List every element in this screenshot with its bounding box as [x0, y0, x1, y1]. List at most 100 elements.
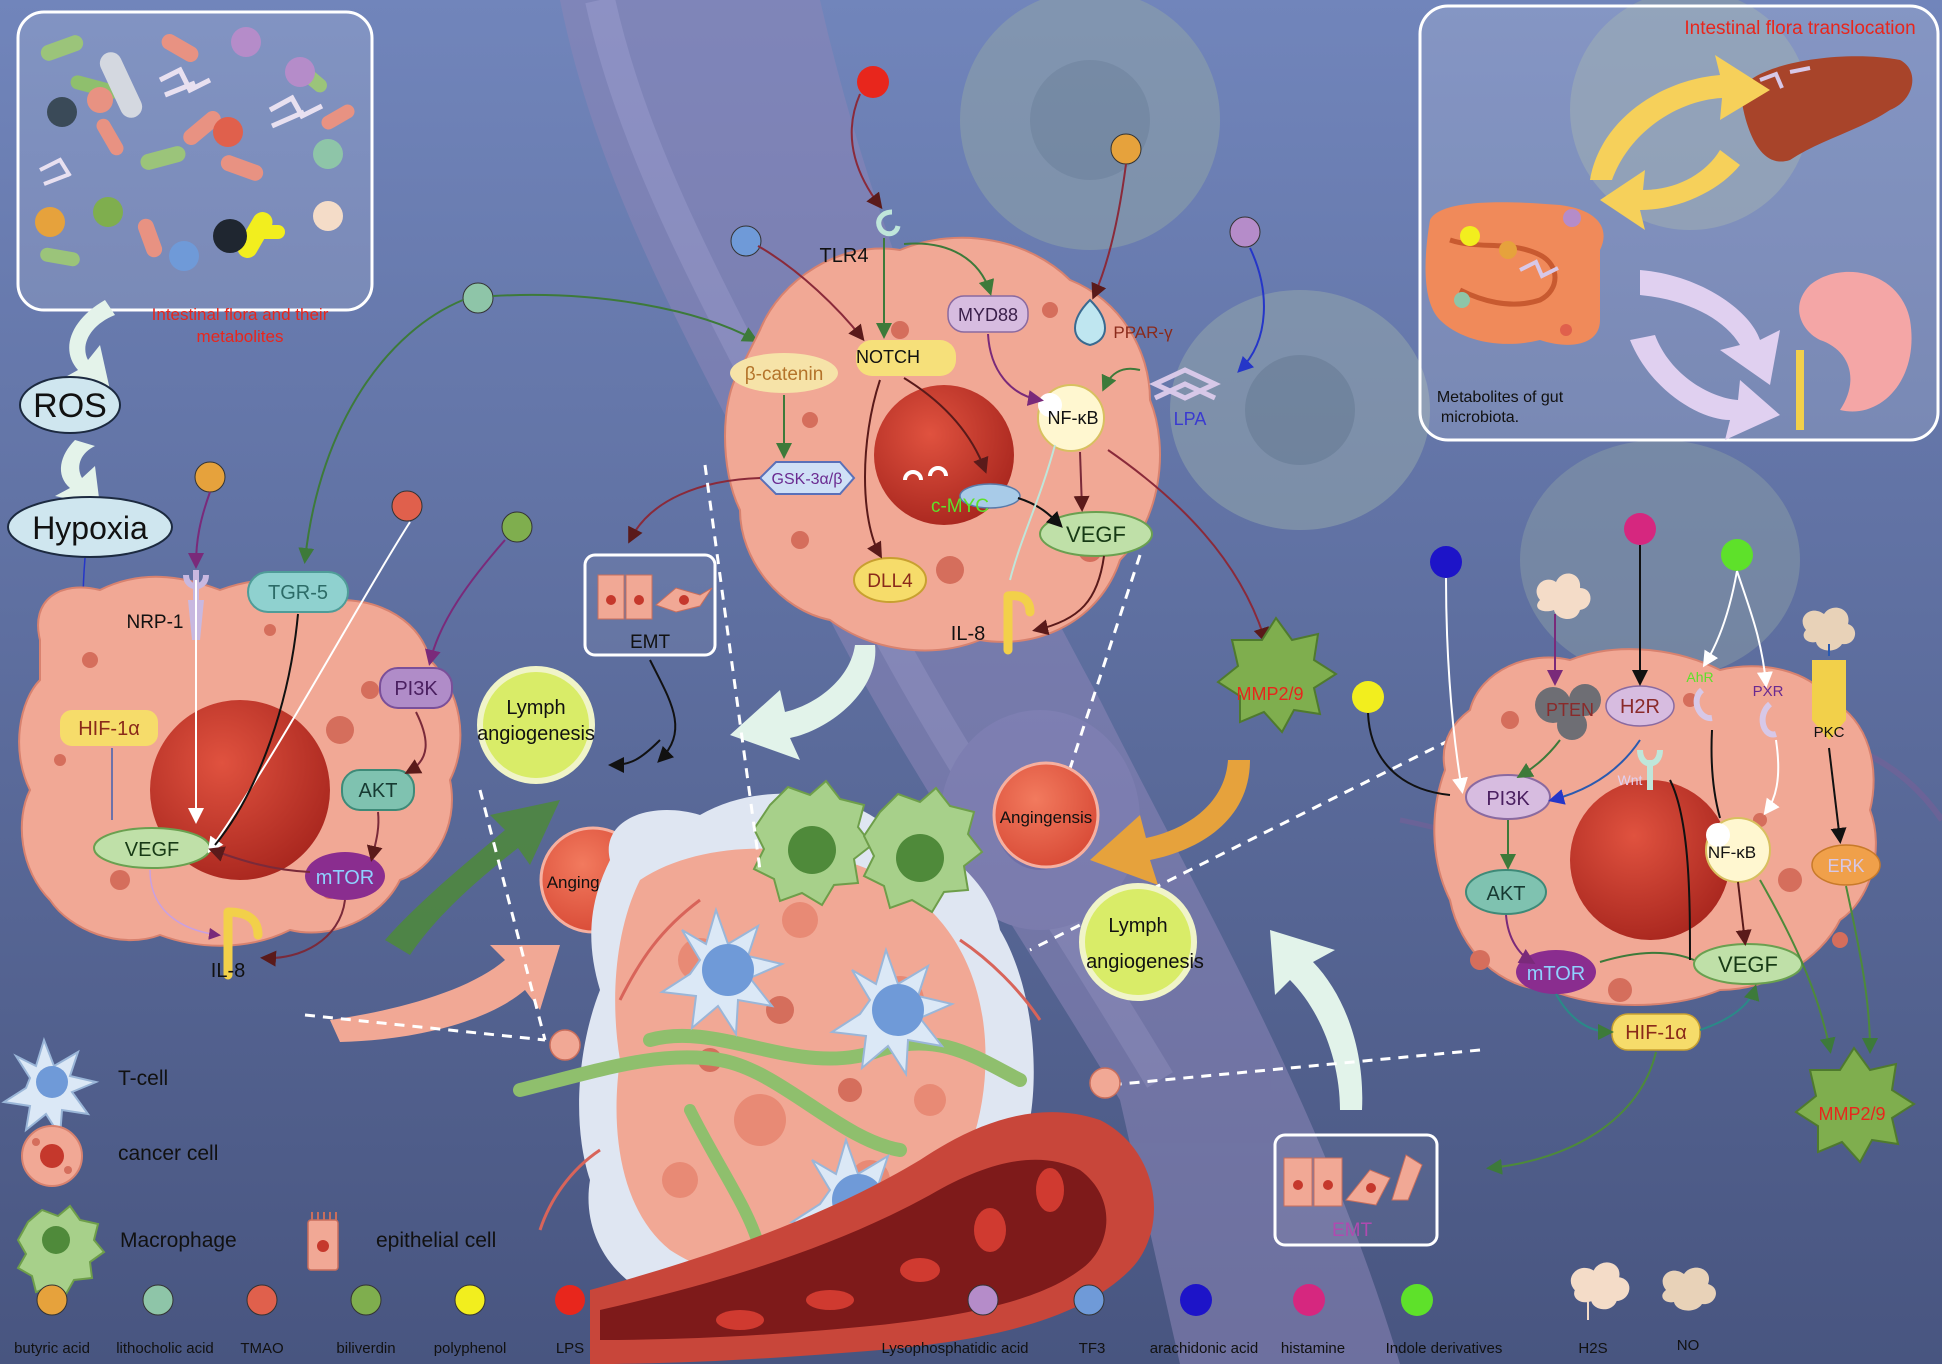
- lymph-left-title: Lymph: [506, 697, 565, 719]
- legend-lithocholic-acid-label: lithocholic acid: [116, 1340, 214, 1357]
- legend-tf3-label: TF3: [1079, 1340, 1106, 1357]
- legend-polyphenol-dot: [454, 1284, 486, 1316]
- intestinal-flora-panel: Intestinal flora and their metabolites: [16, 10, 374, 346]
- hypoxia-ellipse: [7, 496, 173, 558]
- legend-epithelial-cell-label: epithelial cell: [376, 1229, 496, 1252]
- legend-cancer-cell-label: cancer cell: [118, 1142, 218, 1165]
- lymph-right-title: Lymph: [1108, 915, 1167, 937]
- big-arrows: [330, 645, 1363, 1110]
- lymph-angiogenesis-left: Lymph angiogenesis: [477, 666, 661, 784]
- lpa-label: LPA: [1174, 409, 1207, 429]
- wnt-label: Wnt: [1618, 772, 1643, 788]
- vegf-right-label: VEGF: [1718, 952, 1778, 977]
- kidney-icon: [1796, 271, 1912, 430]
- t-cell-1: [659, 906, 786, 1038]
- yellow-arrow-1: [1590, 55, 1770, 180]
- legend-h2s-icon: [1570, 1262, 1630, 1320]
- pkc-label: PKC: [1814, 724, 1845, 741]
- h2s-cloud-right: [1536, 573, 1591, 620]
- legend-tf3-dot: [1073, 1284, 1105, 1316]
- nfkb-right-label: NF-κB: [1708, 843, 1756, 862]
- legend-macrophage-label: Macrophage: [120, 1229, 237, 1252]
- t-cell-2: [829, 946, 956, 1078]
- translocation-panel: Intestinal flora translocation Metabolit…: [1418, 4, 1940, 442]
- legend-lps-label: LPS: [556, 1340, 584, 1357]
- mmp-right: MMP2/9: [1794, 1046, 1916, 1164]
- legend-cells: T-cell cancer cell Macrophage epithelial…: [1, 1036, 496, 1296]
- legend-indole-derivatives-label: Indole derivatives: [1386, 1340, 1503, 1357]
- legend-biliverdin-label: biliverdin: [336, 1340, 395, 1357]
- bacteria-cluster: [35, 27, 355, 271]
- right-cell-nodes: PTEN H2R AhR PXR PKC Wnt PI3K NF-κB ERK …: [1465, 660, 1881, 1175]
- legend-tmao-label: TMAO: [240, 1340, 283, 1357]
- lymph-left-subtitle: angiogenesis: [477, 723, 595, 745]
- legend-macrophage-icon: [16, 1204, 106, 1296]
- dashed-connectors: [304, 464, 1481, 1087]
- legend-lps-dot: [555, 1285, 585, 1315]
- legend-lithocholic-acid-dot: [142, 1284, 174, 1316]
- left-cancer-cell: [18, 570, 462, 947]
- gut-metabolites-line2: microbiota.: [1441, 409, 1519, 426]
- tiny-cell-left: [549, 1029, 581, 1061]
- il8-left-label: IL-8: [211, 960, 245, 982]
- legend-indole-derivatives-dot: [1401, 1284, 1433, 1316]
- tgr5-label: TGR-5: [268, 582, 328, 604]
- legend-metabolites: butyric acid lithocholic acid TMAO biliv…: [14, 1262, 1716, 1357]
- center-metabolite-dots: [730, 66, 1265, 373]
- lavender-arrow-1: [1640, 270, 1780, 385]
- akt-left-label: AKT: [359, 780, 398, 802]
- legend-t-cell-label: T-cell: [118, 1067, 168, 1090]
- akt-right-label: AKT: [1487, 883, 1526, 905]
- center-cell-nodes: TLR4 MYD88 PPAR-γ NOTCH β-catenin NF-κB …: [628, 209, 1270, 655]
- nrp1-label: NRP-1: [126, 612, 183, 633]
- macrophages: [752, 779, 984, 914]
- legend-cancer-cell-icon: [21, 1125, 83, 1187]
- legend-butyric-acid-dot: [36, 1284, 68, 1316]
- vegf-left-label: VEGF: [125, 839, 179, 861]
- legend-butyric-acid-label: butyric acid: [14, 1340, 90, 1357]
- lymph-right-subtitle: angiogenesis: [1086, 951, 1204, 973]
- left-cell-nodes: NRP-1 TGR-5 HIF-1α PI3K AKT mTOR VEGF IL…: [60, 521, 453, 982]
- legend-arachidonic-acid-label: arachidonic acid: [1150, 1340, 1258, 1357]
- ros-hypoxia-flow: ROS Hypoxia: [7, 300, 173, 688]
- dll4-label: DLL4: [867, 571, 913, 592]
- legend-lysophosphatidic-acid-label: Lysophosphatidic acid: [881, 1340, 1028, 1357]
- h2r-label: H2R: [1620, 696, 1660, 718]
- lymph-angiogenesis-right: Lymph angiogenesis: [1079, 883, 1204, 1001]
- legend-biliverdin-dot: [350, 1284, 382, 1316]
- legend-no-icon: [1662, 1267, 1716, 1311]
- legend-epithelial-cell-icon: [307, 1212, 339, 1271]
- legend-h2s-label: H2S: [1578, 1340, 1607, 1357]
- ahr-label: AhR: [1686, 669, 1713, 685]
- pten-label: PTEN: [1546, 700, 1594, 720]
- myd88-label: MYD88: [958, 305, 1018, 325]
- no-cloud-right: [1802, 607, 1856, 651]
- ros-label: ROS: [33, 387, 107, 425]
- pxr-label: PXR: [1753, 683, 1784, 700]
- yellow-arrow-2: [1600, 150, 1740, 230]
- gsk-label: GSK-3α/β: [772, 471, 843, 488]
- pi3k-left-label: PI3K: [394, 678, 438, 700]
- emt-box-top: EMT: [583, 553, 717, 763]
- erk-label: ERK: [1827, 856, 1864, 876]
- il8-center-label: IL-8: [951, 623, 985, 645]
- emt-top-label: EMT: [630, 632, 671, 653]
- emt-box-bottom: EMT: [1273, 1133, 1439, 1247]
- beta-catenin-label: β-catenin: [745, 364, 824, 385]
- translocation-title: Intestinal flora translocation: [1684, 18, 1915, 39]
- mmp-center: MMP2/9: [1216, 616, 1338, 734]
- left-metabolite-dots: [188, 282, 759, 666]
- legend-tmao-dot: [246, 1284, 278, 1316]
- hif1a-right-label: HIF-1α: [1625, 1022, 1687, 1044]
- legend-lysophosphatidic-acid-dot: [967, 1284, 999, 1316]
- mtor-left-label: mTOR: [316, 867, 375, 889]
- vegf-center-label: VEGF: [1066, 522, 1126, 547]
- nfkb-center-label: NF-κB: [1048, 408, 1099, 428]
- legend-polyphenol-label: polyphenol: [434, 1340, 507, 1357]
- notch-label: NOTCH: [856, 347, 920, 367]
- flora-caption-line1: Intestinal flora and their: [152, 305, 329, 324]
- pi3k-right-label: PI3K: [1486, 788, 1530, 810]
- ppar-label: PPAR-γ: [1113, 323, 1173, 342]
- mmp-center-label: MMP2/9: [1236, 684, 1303, 704]
